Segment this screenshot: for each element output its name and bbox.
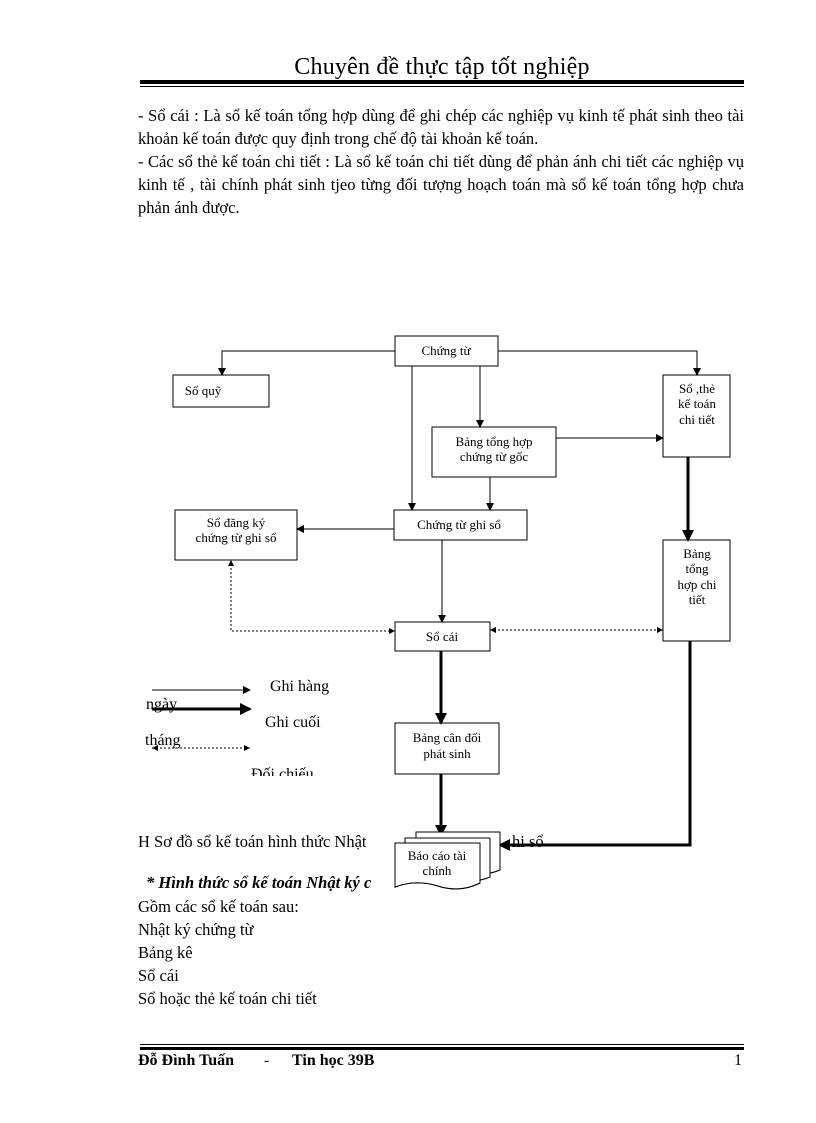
footer-page-number: 1 [734,1052,742,1069]
label-bang-can-doi-1: Bảng cân đối [413,730,482,745]
legend-thang: tháng [145,732,181,749]
label-bang-th-ct-4: tiết [689,592,706,607]
legend-ghi-cuoi: Ghi cuối [265,714,321,731]
legend-ghi-hang: Ghi hàng [270,678,329,695]
label-bang-th-goc-2: chứng từ gốc [460,449,528,464]
box-chung-tu-ghi-so [393,509,528,541]
label-bao-cao-1-front: Báo cáo tài [408,848,467,863]
box-bang-can-doi [394,722,500,775]
list-intro: Gồm các sổ kế toán sau: [138,897,299,916]
label-chung-tu-ghi-so: Chứng từ ghi sổ [417,517,501,532]
header-rule-thick [140,80,744,84]
section-heading: * Hình thức sổ kế toán Nhật ký c [146,873,372,892]
label-so-the-2: kế toán [678,396,716,411]
diagram-caption-left: H Sơ đồ sổ kế toán hình thức Nhật [138,832,367,851]
list-item: Sổ hoặc thẻ kế toán chi tiết [138,989,317,1008]
paragraph-so-the-chi-tiet: - Các sổ thẻ kế toán chi tiết : Là sổ kế… [138,152,744,217]
label-bang-th-ct-2: tổng [685,561,709,576]
label-bang-th-goc-1: Bảng tổng hợp [456,434,533,449]
label-so-dang-ky-2: chứng từ ghi sổ [196,530,277,545]
label-so-quy: Sổ quỹ [185,383,222,398]
legend-ngay: ngày [146,696,177,713]
footer-class: Tin học 39B [292,1052,375,1069]
footer-author: Đỗ Đình Tuấn [138,1052,235,1069]
label-so-the-1: Sổ ,thẻ [679,381,715,396]
footer-separator: - [264,1052,270,1069]
footer-rule-thin [140,1044,744,1045]
footer-rule-thick [140,1047,744,1050]
label-so-dang-ky-1: Sổ đăng ký [207,515,266,530]
header-rule-thin [140,86,744,87]
list-item: Bảng kê [138,943,193,962]
label-bang-th-ct-3: hợp chi [677,577,716,592]
label-so-cai: Sổ cái [426,629,459,644]
box-bang-tong-hop-chi-tiet [662,539,731,642]
box-bang-tong-hop-chung-tu-goc [431,426,557,478]
list-item: Sổ cái [138,966,179,985]
legend-doi-chieu: Đối chiếu [251,766,314,783]
paragraph-so-cai: - Sổ cái : Là sổ kế toán tổng hợp dùng đ… [138,106,744,148]
diagram-caption-right: hi sổ [512,832,544,851]
page-title: Chuyên đề thực tập tốt nghiệp [294,54,590,80]
label-bang-th-ct-1: Bảng [683,546,711,561]
label-bao-cao-2-front: chính [423,863,452,878]
label-bang-can-doi-2: phát sinh [423,746,471,761]
label-so-the-3: chi tiết [679,412,715,427]
label-chung-tu: Chứng từ [421,343,471,358]
list-item: Nhật ký chứng từ [138,920,254,939]
